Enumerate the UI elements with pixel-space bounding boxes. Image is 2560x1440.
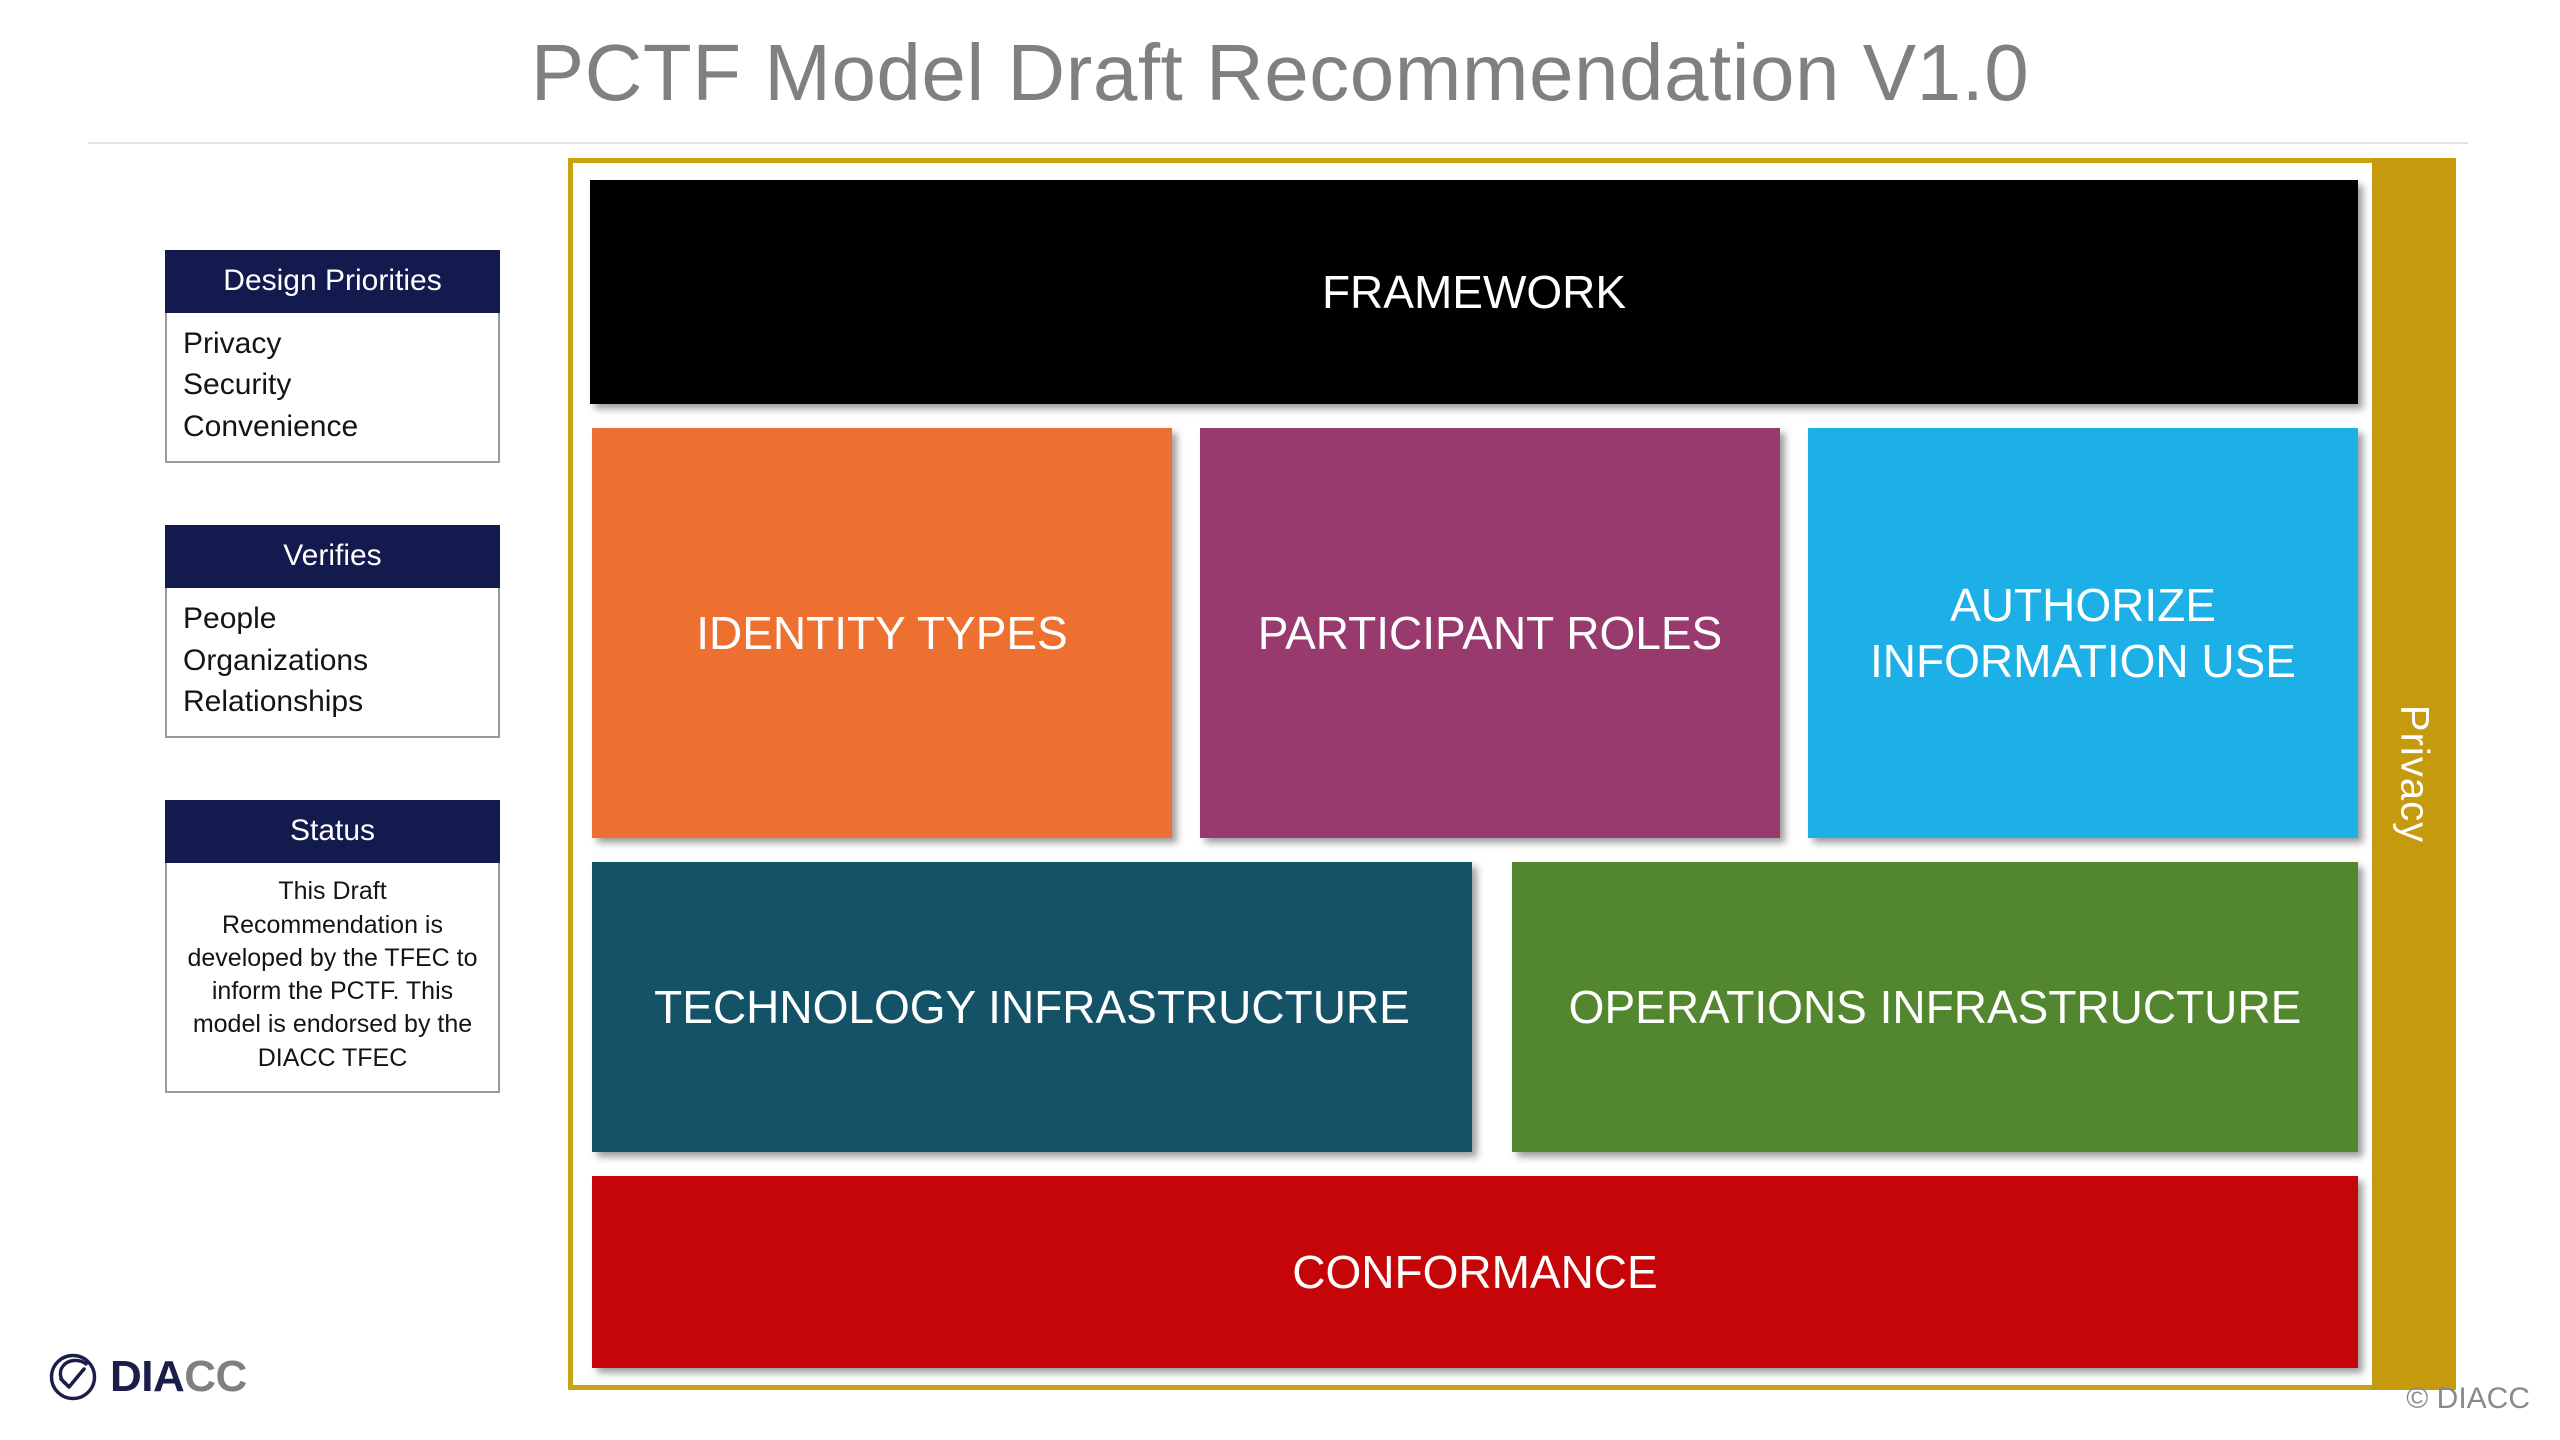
list-item: Relationships [183,684,364,718]
card-heading-verifies: Verifies [165,525,500,589]
list-item: Privacy [183,327,282,360]
box-identity-types[interactable]: IDENTITY TYPES [592,428,1172,838]
logo-text-primary: DIA [110,1352,185,1401]
title-divider [88,142,2468,144]
list-item: People [183,602,277,636]
card-design-priorities: Design Priorities Privacy Security Conve… [165,250,500,464]
list-item: Convenience [183,409,359,443]
diacc-swirl-icon [48,1352,98,1402]
list-item: Security [183,368,292,402]
logo-text-secondary: CC [184,1352,247,1401]
box-conformance[interactable]: CONFORMANCE [592,1176,2358,1368]
card-body-verifies: People Organizations Relationships [165,588,500,739]
sidebar: Design Priorities Privacy Security Conve… [165,250,500,1155]
box-technology-infrastructure[interactable]: TECHNOLOGY INFRASTRUCTURE [592,862,1472,1152]
card-status: Status This Draft Recommendation is deve… [165,800,500,1093]
diagram-boxes: FRAMEWORK IDENTITY TYPES PARTICIPANT ROL… [590,180,2358,1368]
card-verifies: Verifies People Organizations Relationsh… [165,525,500,739]
privacy-band-label: Privacy [2392,704,2437,844]
box-authorize-information-use[interactable]: AUTHORIZE INFORMATION USE [1808,428,2358,838]
list-item: Organizations [183,643,369,677]
page-title: PCTF Model Draft Recommendation V1.0 [530,28,2030,117]
card-heading-status: Status [165,800,500,864]
copyright-notice: © DIACC [2406,1382,2530,1415]
diacc-logo: DIACC [48,1352,247,1402]
slide-header: PCTF Model Draft Recommendation V1.0 [0,0,2560,150]
box-participant-roles[interactable]: PARTICIPANT ROLES [1200,428,1780,838]
card-heading-design-priorities: Design Priorities [165,250,500,313]
diacc-wordmark: DIACC [110,1355,247,1399]
card-body-design-priorities: Privacy Security Convenience [165,313,500,464]
privacy-band: Privacy [2372,158,2456,1390]
pctf-model-diagram: Privacy FRAMEWORK IDENTITY TYPES PARTICI… [568,158,2456,1390]
status-description: This Draft Recommendation is developed b… [165,863,500,1093]
box-framework[interactable]: FRAMEWORK [590,180,2358,404]
box-operations-infrastructure[interactable]: OPERATIONS INFRASTRUCTURE [1512,862,2358,1152]
